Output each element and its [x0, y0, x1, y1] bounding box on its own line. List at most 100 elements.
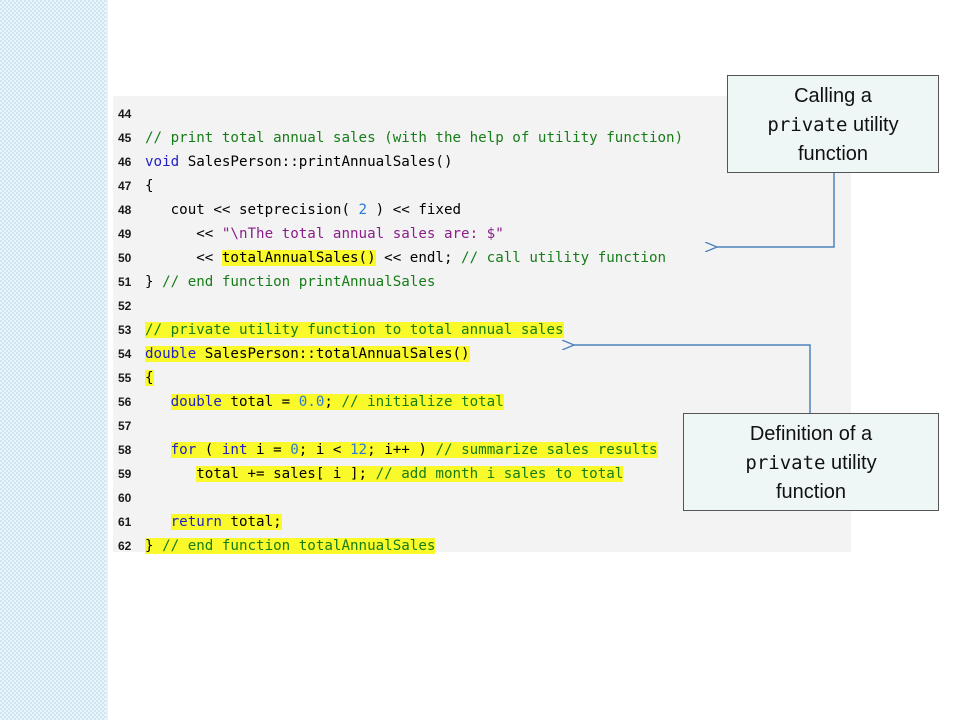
line-number: 57 — [118, 419, 132, 433]
code-text: // private utility function to total ann… — [145, 318, 564, 342]
line-number: 48 — [118, 203, 132, 217]
line-number: 54 — [118, 347, 132, 361]
calling-callout-line3: function — [797, 143, 869, 165]
line-number: 51 — [118, 275, 132, 289]
code-token: // end function printAnnualSales — [162, 274, 436, 290]
code-text: << totalAnnualSales() << endl; // call u… — [145, 246, 666, 270]
line-number: 62 — [118, 539, 132, 553]
code-token: return — [170, 514, 222, 530]
code-line: 50 << totalAnnualSales() << endl; // cal… — [113, 246, 851, 270]
code-token: cout << setprecision( — [145, 202, 359, 218]
definition-callout-line2: private utility — [684, 449, 938, 478]
definition-arrow — [573, 345, 811, 413]
code-text: { — [145, 366, 154, 390]
code-text: return total; — [145, 510, 282, 534]
code-token: ; i++ ) — [367, 442, 436, 458]
line-number: 59 — [118, 467, 132, 481]
calling-arrow — [716, 172, 835, 247]
code-token: SalesPerson::totalAnnualSales() — [196, 346, 470, 362]
calling-callout-line1: Calling a — [794, 85, 872, 107]
code-line: 48 cout << setprecision( 2 ) << fixed — [113, 198, 851, 222]
code-line: 46 void SalesPerson::printAnnualSales() — [113, 150, 851, 174]
code-token: for — [170, 442, 197, 458]
calling-callout-rest: utility — [847, 114, 899, 136]
code-token: // print total annual sales (with the he… — [145, 130, 684, 146]
calling-callout: Calling a private utility function — [727, 75, 939, 173]
code-token: ; — [324, 394, 342, 410]
code-text: // print total annual sales (with the he… — [145, 126, 683, 150]
code-token: total += sales[ i ]; — [196, 466, 376, 482]
code-token: totalAnnualSales() — [221, 250, 376, 266]
line-number: 58 — [118, 443, 132, 457]
line-number: 55 — [118, 371, 132, 385]
code-token: 2 — [358, 202, 368, 218]
code-token: double — [170, 394, 222, 410]
code-token: << — [145, 250, 222, 266]
code-token: "\nThe total annual sales are: $" — [221, 226, 504, 242]
code-token: // end function totalAnnualSales — [162, 538, 436, 554]
line-number: 47 — [118, 179, 132, 193]
line-number: 52 — [118, 299, 132, 313]
code-token: << — [145, 226, 222, 242]
code-token: 0 — [290, 442, 299, 458]
code-line: 61 return total; — [113, 510, 851, 534]
line-number: 53 — [118, 323, 132, 337]
code-token: void — [145, 154, 180, 170]
code-token: << endl; — [375, 250, 462, 266]
code-text: total += sales[ i ]; // add month i sale… — [145, 462, 624, 486]
code-token: } — [145, 274, 163, 290]
definition-callout-keyword: private — [745, 452, 826, 474]
code-line: 55 { — [113, 366, 851, 390]
code-token: SalesPerson::printAnnualSales() — [179, 154, 453, 170]
line-number: 45 — [118, 131, 132, 145]
code-token: // private utility function to total ann… — [145, 322, 564, 338]
code-line: 54 double SalesPerson::totalAnnualSales() — [113, 342, 851, 366]
code-token: // call utility function — [461, 250, 667, 266]
code-text: double total = 0.0; // initialize total — [145, 390, 504, 414]
definition-callout-line3: function — [775, 481, 847, 503]
code-token: { — [145, 178, 154, 194]
code-text: double SalesPerson::totalAnnualSales() — [145, 342, 470, 366]
code-token: ( — [196, 442, 222, 458]
code-token: 12 — [350, 442, 368, 458]
code-token: // initialize total — [341, 394, 504, 410]
code-line: 53 // private utility function to total a… — [113, 318, 851, 342]
code-line: 58 for ( int i = 0; i < 12; i++ ) // sum… — [113, 438, 851, 462]
calling-callout-keyword: private — [767, 114, 848, 136]
code-text: void SalesPerson::printAnnualSales() — [145, 150, 453, 174]
calling-callout-line2: private utility — [728, 111, 938, 140]
definition-callout-line1: Definition of a — [749, 423, 873, 445]
code-token: // add month i sales to total — [375, 466, 624, 482]
code-line: 52 — [113, 294, 851, 318]
code-text: << "\nThe total annual sales are: $" — [145, 222, 504, 246]
line-number: 56 — [118, 395, 132, 409]
code-token: total = — [221, 394, 299, 410]
code-text: } // end function totalAnnualSales — [145, 534, 436, 558]
line-number: 49 — [118, 227, 132, 241]
code-token: // summarize sales results — [435, 442, 658, 458]
code-line: 51} // end function printAnnualSales — [113, 270, 851, 294]
code-text: { — [145, 174, 154, 198]
code-token: int — [221, 442, 248, 458]
line-number: 46 — [118, 155, 132, 169]
code-text: } // end function printAnnualSales — [145, 270, 435, 294]
code-line: 62} // end function totalAnnualSales — [113, 534, 851, 558]
code-line: 44 — [113, 102, 851, 126]
code-line: 56 double total = 0.0; // initialize tot… — [113, 390, 851, 414]
code-token: total; — [221, 514, 282, 530]
code-line: 45 // print total annual sales (with the … — [113, 126, 851, 150]
code-token: 0.0 — [298, 394, 325, 410]
code-token: } — [145, 538, 163, 554]
code-line: 60 — [113, 486, 851, 510]
definition-callout-rest: utility — [825, 452, 877, 474]
code-token: ) << fixed — [367, 202, 462, 218]
code-line: 59 total += sales[ i ]; // add month i s… — [113, 462, 851, 486]
definition-callout: Definition of a private utility function — [683, 413, 939, 511]
code-token: double — [145, 346, 197, 362]
code-line: 47 { — [113, 174, 851, 198]
code-token: { — [145, 370, 154, 386]
code-line: 49 << "\nThe total annual sales are: $" — [113, 222, 851, 246]
code-token: i = — [247, 442, 291, 458]
decorative-side-band — [0, 0, 108, 720]
line-number: 44 — [118, 107, 132, 121]
